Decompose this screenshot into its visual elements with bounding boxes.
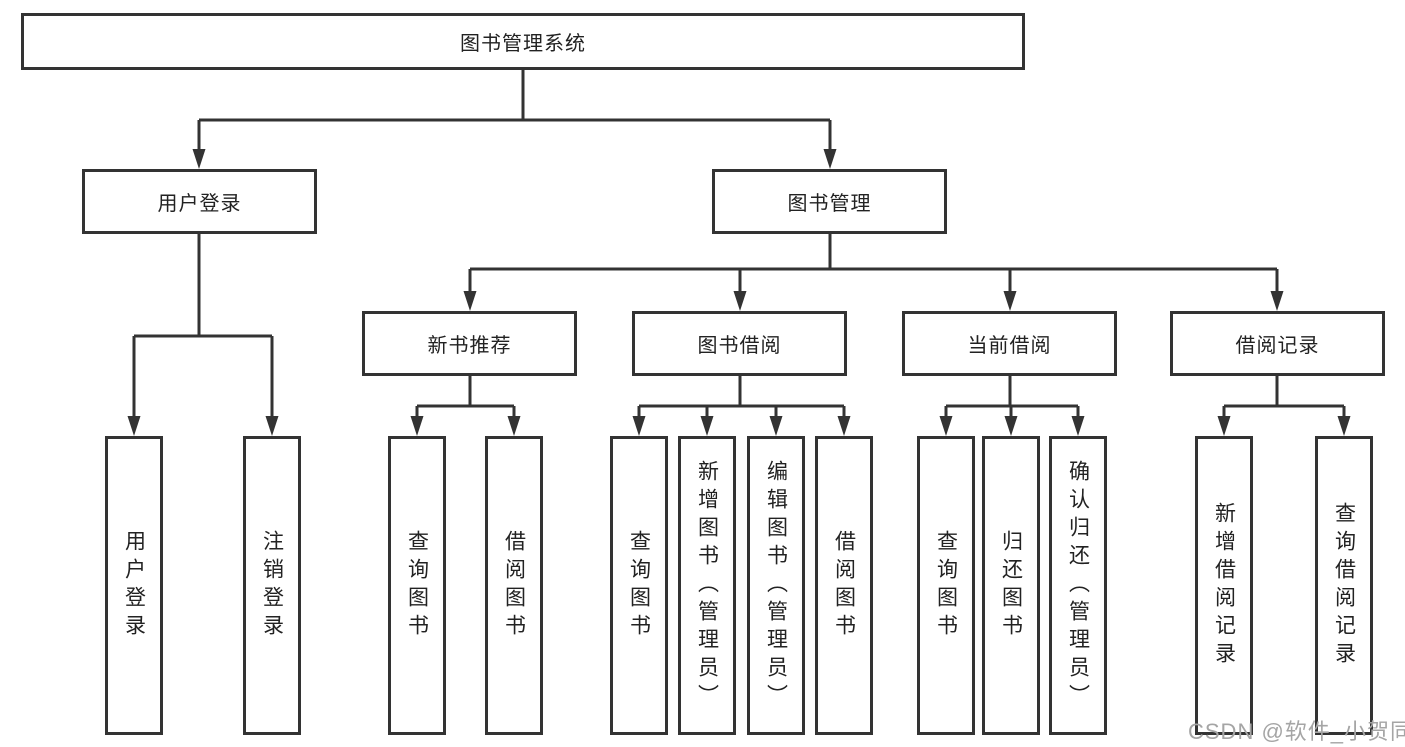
leaf-logout-login-label: 注销登录: [260, 529, 284, 642]
leaf-records-add-borrow-record: 新增借阅记录: [1195, 436, 1253, 735]
leaf-logout-login: 注销登录: [243, 436, 301, 735]
leaf-current-return-books-label: 归还图书: [999, 529, 1023, 642]
arrowheads-currentborrow-to-leaves: [939, 416, 1085, 436]
arrowheads-bookborrow-to-leaves: [632, 416, 851, 436]
leaf-current-return-books: 归还图书: [982, 436, 1040, 735]
leaf-newbook-borrow-books: 借阅图书: [485, 436, 543, 735]
node-borrow-records: 借阅记录: [1170, 311, 1385, 376]
node-current-borrow-label: 当前借阅: [967, 335, 1052, 357]
node-borrow-records-label: 借阅记录: [1235, 335, 1320, 357]
node-current-borrow: 当前借阅: [902, 311, 1117, 376]
node-book-management: 图书管理: [712, 169, 947, 234]
arrowheads-newbook-to-leaves: [410, 416, 521, 436]
node-user-login-label: 用户登录: [157, 193, 242, 215]
node-new-book-recommend-label: 新书推荐: [427, 335, 512, 357]
leaf-newbook-borrow-books-label: 借阅图书: [502, 529, 526, 642]
leaf-newbook-query-books: 查询图书: [388, 436, 446, 735]
node-new-book-recommend: 新书推荐: [362, 311, 577, 376]
leaf-records-query-borrow-record: 查询借阅记录: [1315, 436, 1373, 735]
connector-root-to-level2: [197, 69, 832, 151]
leaf-records-query-borrow-record-label: 查询借阅记录: [1332, 501, 1356, 670]
node-book-management-label: 图书管理: [787, 193, 872, 215]
node-root-label: 图书管理系统: [460, 33, 586, 55]
leaf-user-login: 用户登录: [105, 436, 163, 735]
connector-currentborrow-to-leaves: [944, 376, 1080, 418]
leaf-borrow-query-books: 查询图书: [610, 436, 668, 735]
connector-records-to-leaves: [1222, 376, 1346, 418]
leaf-borrow-borrow-books: 借阅图书: [815, 436, 873, 735]
leaf-current-confirm-return-admin-label: 确认归还（管理员）: [1066, 459, 1090, 712]
connector-userlogin-to-leaves: [132, 233, 274, 418]
connector-newbook-to-leaves: [415, 376, 516, 418]
leaf-current-query-books-label: 查询图书: [934, 529, 958, 642]
leaf-current-query-books: 查询图书: [917, 436, 975, 735]
arrowheads-root-to-level2: [192, 149, 837, 169]
leaf-records-add-borrow-record-label: 新增借阅记录: [1212, 501, 1236, 670]
arrowheads-userlogin-to-leaves: [127, 416, 279, 436]
leaf-current-confirm-return-admin: 确认归还（管理员）: [1049, 436, 1107, 735]
leaf-newbook-query-books-label: 查询图书: [405, 529, 429, 642]
node-root-system: 图书管理系统: [21, 13, 1025, 70]
node-book-borrow: 图书借阅: [632, 311, 847, 376]
leaf-borrow-add-books-admin: 新增图书（管理员）: [678, 436, 736, 735]
leaf-borrow-edit-books-admin-label: 编辑图书（管理员）: [764, 459, 788, 712]
leaf-user-login-label: 用户登录: [122, 529, 146, 642]
arrowheads-records-to-leaves: [1217, 416, 1351, 436]
connector-bookmgmt-to-level3: [468, 233, 1279, 293]
arrowheads-bookmgmt-to-level3: [463, 291, 1284, 311]
node-user-login: 用户登录: [82, 169, 317, 234]
leaf-borrow-query-books-label: 查询图书: [627, 529, 651, 642]
leaf-borrow-edit-books-admin: 编辑图书（管理员）: [747, 436, 805, 735]
leaf-borrow-borrow-books-label: 借阅图书: [832, 529, 856, 642]
csdn-watermark: CSDN @软件_小贺同学: [1188, 719, 1405, 744]
connector-bookborrow-to-leaves: [637, 376, 846, 418]
node-book-borrow-label: 图书借阅: [697, 335, 782, 357]
leaf-borrow-add-books-admin-label: 新增图书（管理员）: [695, 459, 719, 712]
